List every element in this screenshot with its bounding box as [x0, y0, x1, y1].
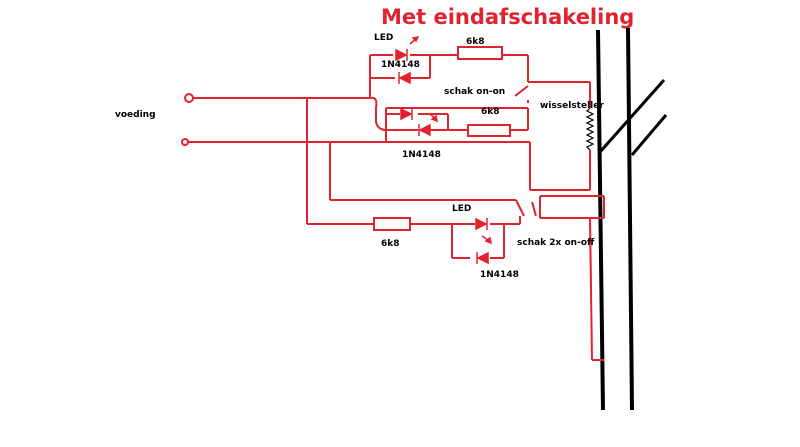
diode-bottom-icon	[476, 251, 489, 265]
label-diode-top: 1N4148	[381, 60, 420, 70]
supply-terminal-1	[184, 93, 194, 103]
label-resistor-top: 6k8	[466, 37, 485, 47]
wiring	[181, 46, 605, 361]
rail-left	[596, 29, 605, 411]
led-bottom-icon	[475, 217, 493, 245]
led-mid-icon	[400, 107, 439, 123]
label-resistor-mid: 6k8	[481, 107, 500, 117]
diode-top-icon	[398, 71, 411, 85]
coil-icon	[585, 107, 595, 151]
switch-blade-1	[598, 79, 666, 153]
label-supply: voeding	[115, 110, 156, 120]
resistor-top	[457, 46, 503, 60]
led-top-icon	[395, 35, 420, 62]
rail-right	[626, 27, 634, 411]
label-diode-bottom: 1N4148	[480, 270, 519, 280]
resistor-mid	[467, 124, 511, 137]
switch-blades	[598, 79, 668, 156]
track-rails	[596, 27, 634, 411]
supply-terminal-2	[181, 138, 189, 146]
label-led-bottom: LED	[452, 204, 471, 214]
switch-blade-2	[630, 114, 668, 156]
label-diode-mid: 1N4148	[402, 150, 441, 160]
resistor-bottom	[373, 217, 411, 231]
label-switch-top: schak on-on	[444, 87, 505, 97]
diode-mid-icon	[418, 123, 431, 137]
semiconductors	[395, 35, 493, 265]
diagram-title: Met eindafschakeling	[381, 5, 634, 29]
label-led-top: LED	[374, 33, 393, 43]
label-turnout-motor: wisselsteller	[540, 101, 604, 111]
label-resistor-bottom: 6k8	[381, 239, 400, 249]
label-switch-bottom: schak 2x on-off	[517, 238, 595, 248]
